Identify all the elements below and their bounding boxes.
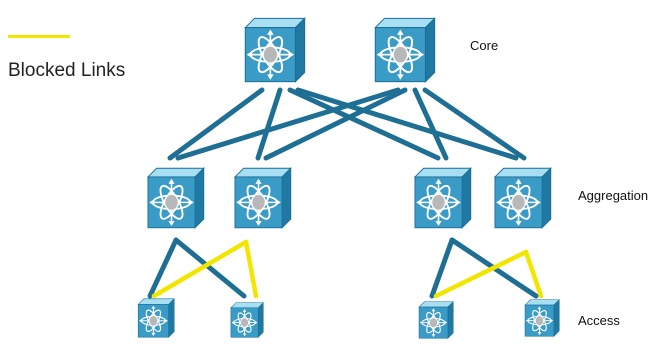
access-active-links xyxy=(147,237,539,299)
link-core2-agg3 xyxy=(412,87,449,161)
access-switch-1 xyxy=(137,297,175,339)
link-agg3-acc3 xyxy=(429,237,455,299)
legend-blocked-line xyxy=(8,35,70,38)
tier-label-access: Access xyxy=(578,313,620,328)
link-core1-agg3 xyxy=(287,87,441,161)
core-switch-1 xyxy=(244,17,306,83)
blocked-agg4-acc3 xyxy=(433,249,529,299)
link-agg1-acc2 xyxy=(173,237,247,299)
link-core2-agg2 xyxy=(263,87,408,161)
blocked-agg4-acc4 xyxy=(523,249,544,299)
aggregation-switch-3 xyxy=(413,166,472,230)
aggregation-switch-1 xyxy=(146,166,205,230)
aggregation-switch-4 xyxy=(493,166,552,230)
blocked-agg2-acc1 xyxy=(151,239,249,299)
core-switch-2 xyxy=(374,17,436,83)
link-agg1-acc1 xyxy=(147,237,179,299)
link-core1-agg2 xyxy=(255,87,283,161)
legend-label: Blocked Links xyxy=(8,60,126,81)
tier-label-aggregation: Aggregation xyxy=(578,188,649,203)
link-core1-agg1 xyxy=(167,87,265,161)
link-core2-agg1 xyxy=(175,87,401,161)
core-aggregation-links xyxy=(167,87,527,161)
access-switch-3 xyxy=(418,300,454,340)
link-core1-agg4 xyxy=(295,87,519,161)
link-core2-agg4 xyxy=(422,87,527,161)
blocked-links xyxy=(151,239,544,299)
tier-label-core: Core xyxy=(470,38,499,53)
access-switch-2 xyxy=(230,301,264,339)
access-switch-4 xyxy=(524,298,560,338)
blocked-agg2-acc2 xyxy=(243,239,259,299)
aggregation-switch-2 xyxy=(233,166,292,230)
